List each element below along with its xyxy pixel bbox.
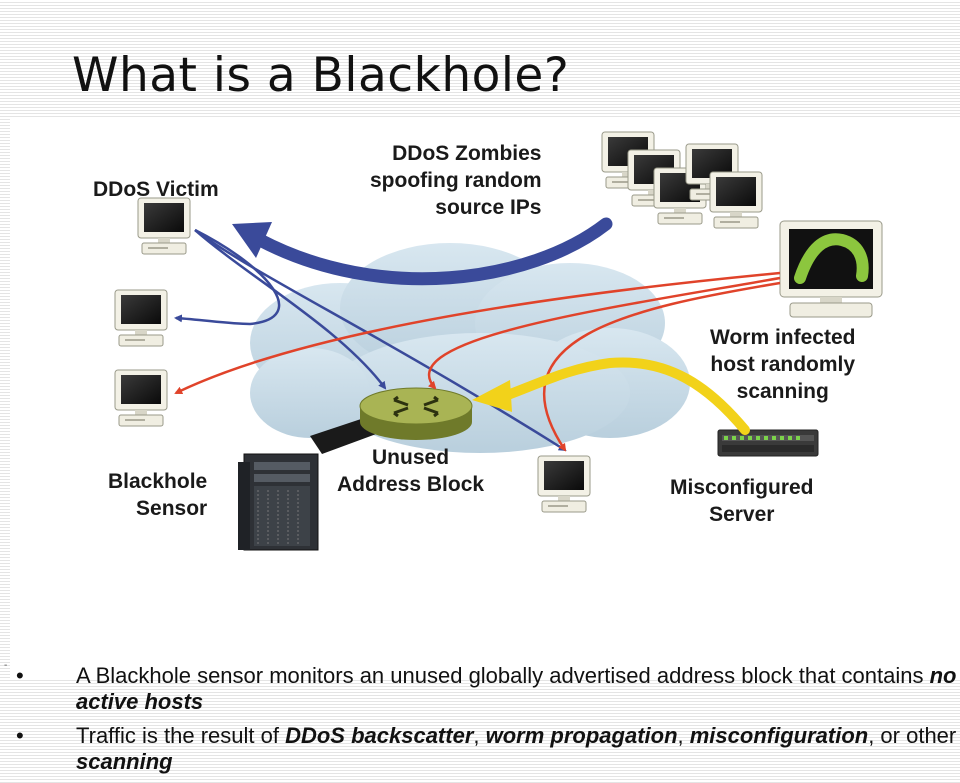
ddos-victim-label: DDoS Victim bbox=[93, 178, 219, 201]
computer-icon bbox=[114, 369, 168, 427]
slide-title: What is a Blackhole? bbox=[72, 48, 570, 103]
misconfigured-server-label: Misconfigured Server bbox=[670, 476, 814, 526]
bullet-item: • A Blackhole sensor monitors an unused g… bbox=[10, 663, 960, 715]
worm-infected-host-label: Worm infected host randomly scanning bbox=[710, 326, 856, 403]
bullet-emphasis: worm propagation bbox=[485, 723, 678, 748]
bullet-item: • Traffic is the result of DDoS backscatt… bbox=[10, 723, 960, 775]
bullet-text: A Blackhole sensor monitors an unused gl… bbox=[76, 663, 930, 688]
diagram-panel: DDoS Victim DDoS Zombies spoofing random… bbox=[10, 118, 960, 774]
worm-infected-host-icon bbox=[779, 220, 883, 318]
bullet-emphasis: no active hosts bbox=[76, 663, 957, 714]
bullet-text: Traffic is the result of bbox=[76, 723, 286, 748]
blackhole-diagram bbox=[114, 131, 883, 551]
bullet-glyph: • bbox=[16, 723, 24, 748]
ddos-victim-computer-icon bbox=[137, 197, 191, 255]
unused-address-block-label: Unused Address Block bbox=[337, 446, 485, 496]
page-tick: - bbox=[4, 660, 8, 671]
computer-icon bbox=[537, 455, 591, 513]
router-icon bbox=[359, 387, 473, 440]
ddos-backscatter-arrows bbox=[174, 217, 613, 452]
bullet-text: , or other bbox=[868, 723, 957, 748]
bullet-emphasis: DDoS backscatter bbox=[285, 723, 474, 748]
bullet-emphasis: scanning bbox=[76, 749, 173, 774]
misconfiguration-arrow bbox=[472, 357, 750, 435]
blackhole-sensor-label: Blackhole Sensor bbox=[108, 470, 208, 520]
misconfigured-server-icon bbox=[717, 429, 819, 457]
computer-icon bbox=[114, 289, 168, 347]
bullet-glyph: • bbox=[16, 663, 24, 688]
bullet-text: , bbox=[473, 723, 486, 748]
ddos-zombies-label: DDoS Zombies spoofing random source IPs bbox=[370, 142, 542, 219]
blackhole-sensor-server-icon bbox=[238, 410, 398, 551]
bullet-emphasis: misconfiguration bbox=[689, 723, 869, 748]
ddos-zombies-computers-icon bbox=[601, 131, 763, 229]
worm-scanning-arrows bbox=[174, 271, 781, 452]
bullet-text: , bbox=[677, 723, 690, 748]
bullet-list: • A Blackhole sensor monitors an unused g… bbox=[10, 663, 960, 783]
